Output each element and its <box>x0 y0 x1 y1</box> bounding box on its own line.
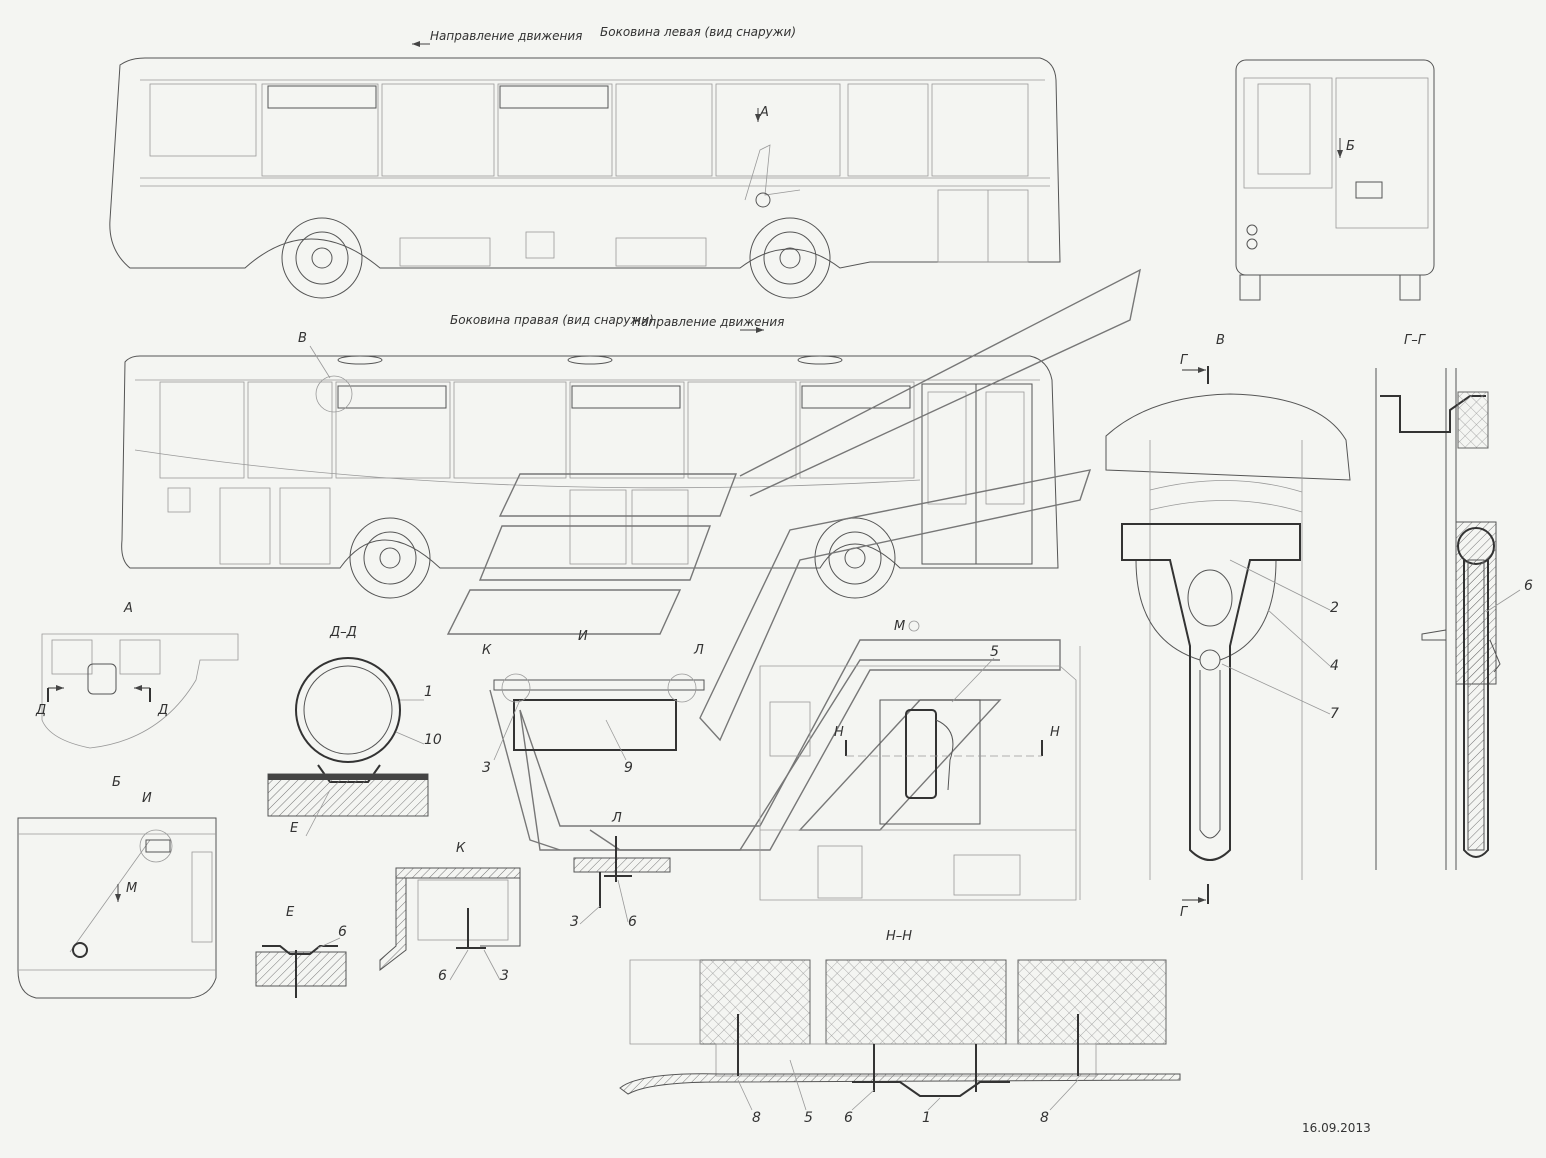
nn-callout-8b: 8 <box>1040 1110 1049 1126</box>
view-a-title: А <box>123 601 133 616</box>
view-i-title: И <box>578 629 588 644</box>
section-d-left: Д <box>35 703 46 718</box>
left-side-title: Боковина левая (вид снаружи) <box>600 25 796 39</box>
leader-chevrons <box>446 268 1141 851</box>
l-callout-3: 3 <box>570 914 579 930</box>
section-n-right: Н <box>1050 725 1060 740</box>
bus-left-side-view: Направление движения Боковина левая (вид… <box>109 25 1061 299</box>
v-callout-2: 2 <box>1330 600 1339 616</box>
view-l-title: Л <box>611 811 622 826</box>
view-e-callout: Е <box>290 821 299 836</box>
section-dd: Д–Д 1 10 Е <box>267 625 442 837</box>
i-callout-3: 3 <box>482 760 491 776</box>
k-callout-3: 3 <box>500 968 509 984</box>
detail-view-i: К И Л 3 9 <box>482 629 705 776</box>
v-callout-7: 7 <box>1330 706 1339 722</box>
view-e-title: Е <box>286 905 295 920</box>
detail-view-b: Б И М <box>17 775 217 999</box>
detail-view-e: Е 6 <box>255 905 347 998</box>
i-callout-9: 9 <box>624 760 633 776</box>
view-k-title: К <box>456 841 466 856</box>
direction-label-top: Направление движения <box>430 29 582 43</box>
section-g-bottom: Г <box>1180 905 1189 920</box>
m-callout-5: 5 <box>990 644 999 660</box>
view-l-callout: Л <box>693 643 704 658</box>
nn-callout-8a: 8 <box>752 1110 761 1126</box>
section-dd-title: Д–Д <box>329 625 357 640</box>
detail-view-v: В Г Г 2 4 7 <box>1105 333 1351 920</box>
view-m-title: М <box>894 619 905 634</box>
section-nn-title: Н–Н <box>886 929 912 944</box>
dd-callout-10: 10 <box>424 732 442 748</box>
section-g-top: Г <box>1180 353 1189 368</box>
view-m-callout: М <box>126 881 137 896</box>
section-d-right: Д <box>157 703 168 718</box>
section-gg-title: Г–Г <box>1404 333 1427 348</box>
view-b-title: Б <box>112 775 121 790</box>
detail-view-m: М 5 Н Н <box>759 619 1081 901</box>
detail-view-k: К 6 3 <box>379 841 521 984</box>
section-n-left: Н <box>834 725 844 740</box>
nn-callout-1: 1 <box>922 1110 931 1126</box>
gg-callout-6: 6 <box>1524 578 1533 594</box>
view-i-callout: И <box>142 791 152 806</box>
bus-rear-view: Б <box>1235 59 1435 301</box>
bus-right-side-view: В Боковина правая (вид снаружи) Направле… <box>121 313 1059 599</box>
nn-callout-6: 6 <box>844 1110 853 1126</box>
view-v-callout: В <box>298 331 307 346</box>
section-nn: Н–Н 8 5 6 1 8 <box>619 929 1181 1126</box>
nn-callout-5: 5 <box>804 1110 813 1126</box>
view-b-callout-rear: Б <box>1346 139 1355 154</box>
e-callout-6: 6 <box>338 924 347 940</box>
dd-callout-1: 1 <box>424 684 433 700</box>
section-gg: Г–Г 6 <box>1375 333 1533 870</box>
view-k-callout: К <box>482 643 492 658</box>
v-callout-4: 4 <box>1330 658 1339 674</box>
right-side-title: Боковина правая (вид снаружи) <box>450 313 654 327</box>
drawing-date: 16.09.2013 <box>1302 1121 1371 1135</box>
k-callout-6: 6 <box>438 968 447 984</box>
view-v-title: В <box>1216 333 1225 348</box>
l-callout-6: 6 <box>628 914 637 930</box>
view-a-callout: А <box>759 105 769 120</box>
detail-view-a: А Д Д <box>35 601 239 749</box>
direction-label-mid: Направление движения <box>632 315 784 329</box>
detail-view-l: Л 3 6 <box>570 811 671 930</box>
